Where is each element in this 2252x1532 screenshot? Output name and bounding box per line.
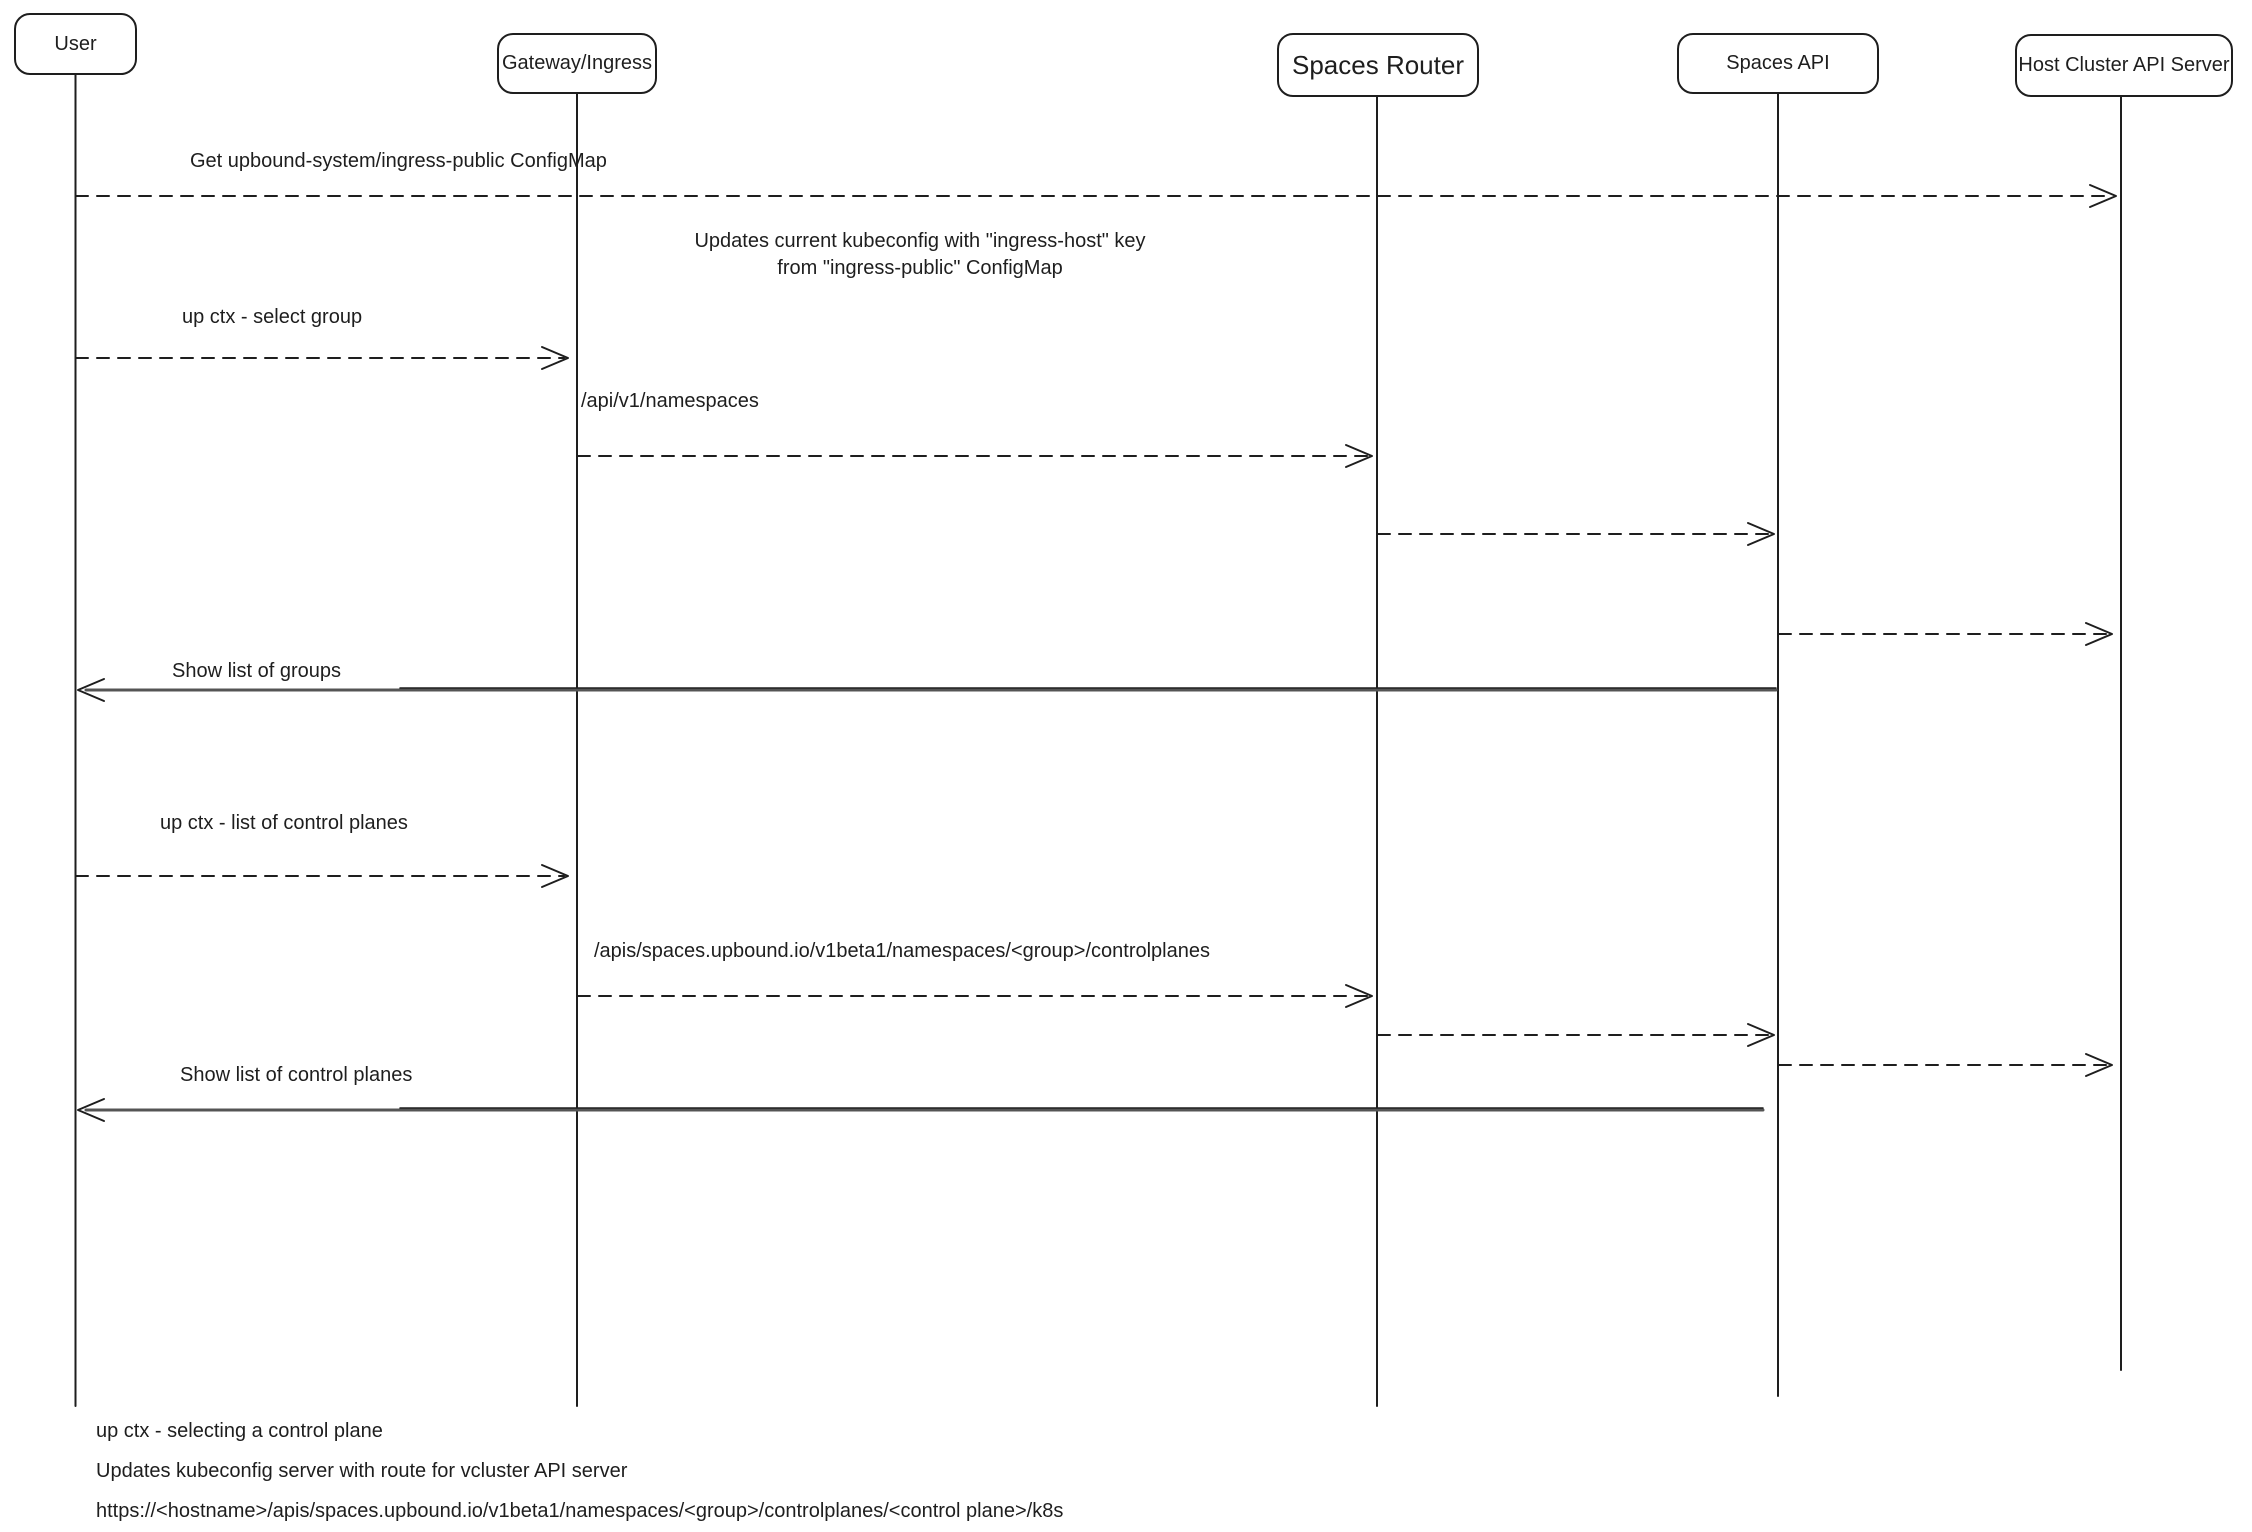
message-label-select-group: up ctx - select group (182, 306, 363, 328)
arrowhead-left-icon (77, 678, 105, 702)
message-label-api-namespaces: /api/v1/namespaces (581, 390, 759, 412)
message-label-list-controlplanes: up ctx - list of control planes (160, 812, 408, 834)
message-label-get-configmap: Get upbound-system/ingress-public Config… (190, 150, 607, 172)
actor-label: Gateway/Ingress (501, 52, 653, 74)
arrowhead-right-icon (541, 864, 569, 888)
message-arrow-api-to-host (1778, 622, 2113, 646)
note-line-2: from "ingress-public" ConfigMap (777, 257, 1063, 279)
message-label-show-groups: Show list of groups (172, 660, 341, 682)
actor-label: Host Cluster API Server (2018, 54, 2230, 76)
arrowhead-right-icon (1747, 1023, 1775, 1047)
footnote-selecting-controlplane: up ctx - selecting a control plane (96, 1420, 383, 1442)
footnote-vcluster-url: https://<hostname>/apis/spaces.upbound.i… (96, 1500, 1064, 1522)
arrowhead-right-icon (2089, 184, 2117, 208)
arrowhead-left-icon (77, 1098, 105, 1122)
message-arrow-api-namespaces (577, 444, 1373, 468)
message-arrow-api-to-host-2 (1778, 1053, 2113, 1077)
footnote-updates-kubeconfig: Updates kubeconfig server with route for… (96, 1460, 628, 1482)
actor-box-host-cluster: Host Cluster API Server (2015, 34, 2233, 97)
arrowhead-right-icon (1345, 984, 1373, 1008)
actor-box-gateway-ingress: Gateway/Ingress (497, 33, 657, 94)
arrowhead-right-icon (1747, 522, 1775, 546)
message-arrow-router-to-api-2 (1377, 1023, 1775, 1047)
note-line-1: Updates current kubeconfig with "ingress… (694, 230, 1146, 252)
message-arrow-get-configmap (75, 184, 2117, 208)
actor-box-user: User (14, 13, 137, 75)
arrowhead-right-icon (2085, 1053, 2113, 1077)
actor-label: Spaces API (1726, 52, 1830, 74)
arrowhead-right-icon (541, 346, 569, 370)
actor-box-spaces-router: Spaces Router (1277, 33, 1479, 97)
message-arrow-router-to-api (1377, 522, 1775, 546)
message-label-show-controlplanes: Show list of control planes (180, 1064, 413, 1086)
message-arrow-show-groups (77, 678, 1778, 702)
actor-box-spaces-api: Spaces API (1677, 33, 1879, 94)
actor-label: User (54, 32, 97, 55)
message-arrow-select-group (75, 346, 569, 370)
message-arrow-apis-controlplanes (577, 984, 1373, 1008)
message-arrow-show-controlplanes (77, 1098, 1765, 1122)
arrowhead-right-icon (1345, 444, 1373, 468)
note-kubeconfig-update: Updates current kubeconfig with "ingress… (660, 228, 1180, 282)
message-label-apis-controlplanes: /apis/spaces.upbound.io/v1beta1/namespac… (594, 940, 1210, 962)
message-arrow-list-controlplanes (75, 864, 569, 888)
arrowhead-right-icon (2085, 622, 2113, 646)
actor-label: Spaces Router (1292, 49, 1464, 80)
